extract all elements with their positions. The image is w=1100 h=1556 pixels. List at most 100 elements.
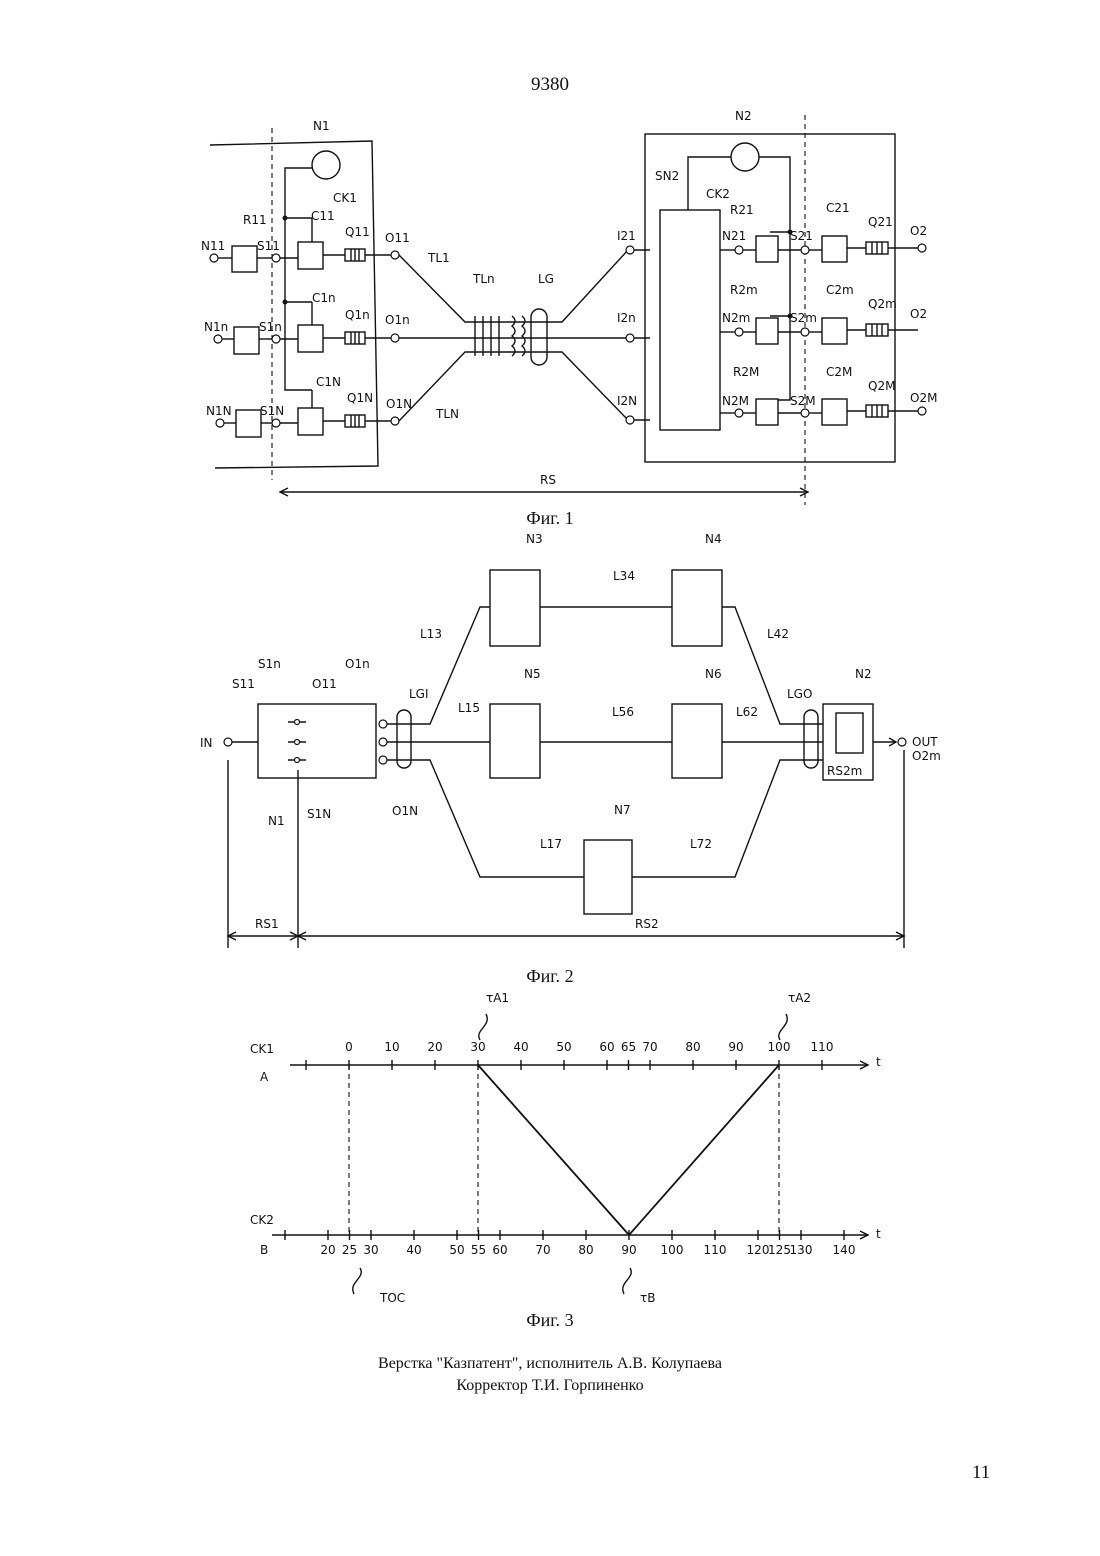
- left-row-2: N1n S1n C1n Q1n O1n: [204, 291, 410, 354]
- diagram-label: O2: [910, 224, 927, 238]
- diagram-label: S2M: [790, 394, 816, 408]
- axis-b-tick-label: 140: [833, 1243, 856, 1257]
- rs2m-box: [836, 713, 863, 753]
- diagram-label: O11: [385, 231, 410, 245]
- diagram-label: N3: [526, 532, 543, 546]
- diagram-label: RS2: [635, 917, 659, 931]
- ta2-label: τA2: [788, 991, 811, 1005]
- diagram-label: I21: [617, 229, 636, 243]
- axis-b-tick-label: 110: [704, 1243, 727, 1257]
- c21-box: [822, 236, 847, 262]
- diagram-label: O2: [910, 307, 927, 321]
- diagram-label: N1n: [204, 320, 228, 334]
- diagram-label: N2: [855, 667, 872, 681]
- ck2-bus: [759, 157, 790, 400]
- axis-a-tick-label: 40: [513, 1040, 528, 1054]
- diagram-label: N7: [614, 803, 631, 817]
- diagram-label: R21: [730, 203, 754, 217]
- diagram-label: RS1: [255, 917, 279, 931]
- diagram-label: O11: [312, 677, 337, 691]
- diagram-label: IN: [200, 736, 213, 750]
- axis-a-tick-label: 65: [621, 1040, 636, 1054]
- diagram-label: N5: [524, 667, 541, 681]
- footer-typesetting: Верстка "Казпатент", исполнитель А.В. Ко…: [0, 1355, 1100, 1373]
- diagram-label: Q1N: [347, 391, 373, 405]
- diagram-label: L72: [690, 837, 712, 851]
- axis-b-tick-label: 120: [747, 1243, 770, 1257]
- diagram-label: L34: [613, 569, 635, 583]
- lg-bundle: [531, 309, 547, 365]
- diagram-label: t: [876, 1227, 881, 1241]
- diagram-label: C2m: [826, 283, 854, 297]
- diagram-label: LGI: [409, 687, 429, 701]
- axis-b-tick-label: 55: [471, 1243, 486, 1257]
- diagram-label: I2N: [617, 394, 637, 408]
- diagram-label: C1N: [316, 375, 341, 389]
- c1n-r-box: [234, 327, 259, 354]
- diagram-label: N6: [705, 667, 722, 681]
- axis-a-letter: A: [260, 1070, 269, 1084]
- diagram-label: Q21: [868, 215, 893, 229]
- axis-b-tick-label: 100: [661, 1243, 684, 1257]
- c1N-box: [298, 408, 323, 435]
- axis-a-name: CK1: [250, 1042, 274, 1056]
- axis-a-tick-label: 10: [384, 1040, 399, 1054]
- diagram-label: N1N: [206, 404, 232, 418]
- diagram-label: Q1n: [345, 308, 370, 322]
- ta1-label: τA1: [486, 991, 509, 1005]
- diagram-label: R2M: [733, 365, 759, 379]
- rs-label: RS: [540, 473, 556, 487]
- diagram-label: L62: [736, 705, 758, 719]
- c2m-box: [822, 318, 847, 344]
- diagram-label: N1: [268, 814, 285, 828]
- axis-b-tick-label: 25: [342, 1243, 357, 1257]
- axis-b-tick-label: 60: [492, 1243, 507, 1257]
- n1-label: N1: [313, 119, 330, 133]
- diagram-label: O2m: [912, 749, 941, 763]
- n3-box: [490, 570, 540, 646]
- diagram-label: TL1: [427, 251, 450, 265]
- axis-a-tick-label: 110: [811, 1040, 834, 1054]
- diagram-label: SN2: [655, 169, 679, 183]
- diagram-label: R11: [243, 213, 267, 227]
- axis-a-tick-label: 90: [728, 1040, 743, 1054]
- axis-b-tick-label: 50: [449, 1243, 464, 1257]
- diagram-label: S21: [790, 229, 813, 243]
- axis-b-letter: B: [260, 1243, 268, 1257]
- diagram-label: R2m: [730, 283, 758, 297]
- ck2-to-sn2: [688, 157, 731, 210]
- diagram-label: S11: [232, 677, 255, 691]
- r2m-box: [756, 318, 778, 344]
- diagram-label: LGO: [787, 687, 812, 701]
- c1n-box: [298, 325, 323, 352]
- axis-a-tick-label: 30: [470, 1040, 485, 1054]
- axis-b-tick-label: 125: [768, 1243, 791, 1257]
- diagram-label: C2M: [826, 365, 852, 379]
- diagram-label: C1n: [312, 291, 336, 305]
- n1n-box: [236, 410, 261, 437]
- n2-label: N2: [735, 109, 752, 123]
- n6-box: [672, 704, 722, 778]
- axis-a-tick-label: 50: [556, 1040, 571, 1054]
- diagram-label: N4: [705, 532, 722, 546]
- diagram-label: S11: [257, 239, 280, 253]
- figure-3-caption: Фиг. 3: [0, 1310, 1100, 1331]
- axis-b-name: CK2: [250, 1213, 274, 1227]
- figure-2-caption: Фиг. 2: [0, 966, 1100, 987]
- axis-b-tick-label: 20: [320, 1243, 335, 1257]
- diagram-label: O2M: [910, 391, 937, 405]
- message-b-to-a: [629, 1065, 779, 1235]
- n7-box: [584, 840, 632, 914]
- diagram-label: OUT: [912, 735, 938, 749]
- l72-line: [632, 760, 823, 877]
- axis-b-tick-label: 130: [790, 1243, 813, 1257]
- ta-callouts: [479, 1014, 787, 1040]
- diagram-label: L42: [767, 627, 789, 641]
- diagram-label: Q2m: [868, 297, 897, 311]
- axis-b-tick-label: 70: [535, 1243, 550, 1257]
- diagram-label: S1N: [260, 404, 284, 418]
- l17-line: [387, 760, 584, 877]
- n5-box: [490, 704, 540, 778]
- diagram-label: O1n: [385, 313, 410, 327]
- diagram-label: N21: [722, 229, 746, 243]
